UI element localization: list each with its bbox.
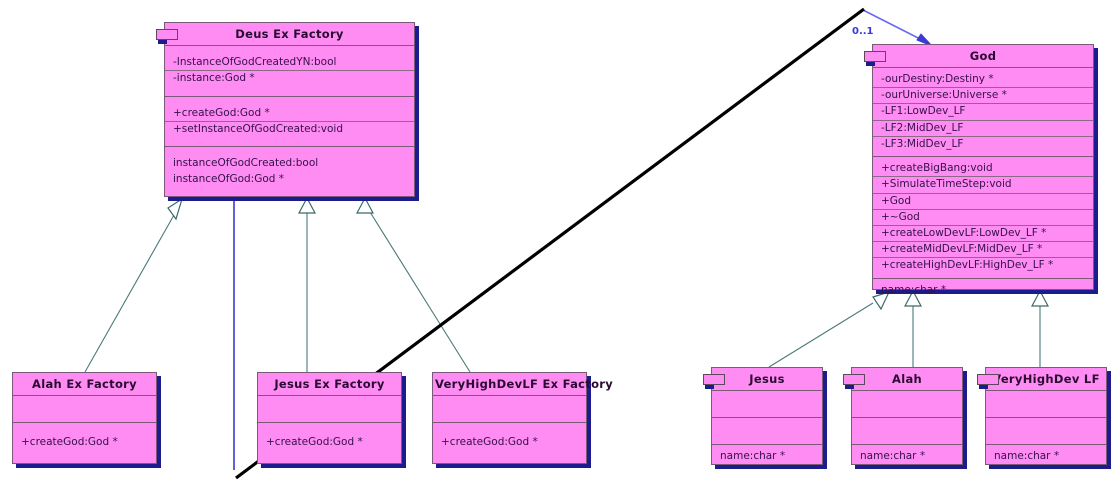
class-name-veryhighdevlf-ex-factory: VeryHighDevLF Ex Factory [435, 377, 614, 391]
class-member: name:char * [860, 450, 926, 462]
compartment-ops: +createGod:God * [258, 422, 401, 463]
class-tab-icon [156, 29, 178, 44]
compartment-extra: instanceOfGodCreated:bool instanceOfGod:G… [165, 146, 414, 196]
class-member: +createGod:God * [165, 106, 414, 122]
class-tab-icon [864, 51, 886, 66]
generalization-vhdlf-factory-to-deus [356, 196, 471, 373]
class-tab-icon [977, 374, 999, 389]
class-tab-icon [703, 374, 725, 389]
class-member: +God [873, 194, 1093, 210]
compartment-extra: name:char * [712, 444, 822, 468]
compartment-ops [986, 417, 1106, 444]
class-box-veryhighdevlf-ex-factory[interactable]: VeryHighDevLF Ex Factory +createGod:God * [432, 372, 614, 464]
compartment-attrs [712, 390, 822, 417]
class-member: +createHighDevLF:HighDev_LF * [881, 259, 1054, 272]
class-member: name:char * [994, 450, 1060, 462]
generalization-jesus-to-god [768, 291, 891, 368]
class-member: name:char * [881, 283, 947, 296]
class-name-alah: Alah [892, 372, 922, 386]
association-multiplicity-label: 0..1 [852, 26, 874, 37]
class-member: +SimulateTimeStep:void [873, 177, 1093, 194]
class-box-god[interactable]: God -ourDestiny:Destiny *-ourUniverse:Uni… [864, 44, 1094, 296]
compartment-attrs [433, 395, 586, 422]
compartment-attrs: -ourDestiny:Destiny *-ourUniverse:Univer… [873, 67, 1093, 156]
compartment-attrs [986, 390, 1106, 417]
class-tab-icon [843, 374, 865, 389]
compartment-ops: +createBigBang:void+SimulateTimeStep:voi… [873, 156, 1093, 278]
class-name-veryhighdev-lf: VeryHighDev LF [992, 372, 1100, 386]
class-member: +createGod:God * [21, 436, 118, 449]
compartment-extra: name:char * [852, 444, 962, 468]
class-member: +~God [873, 210, 1093, 226]
class-member: -LF3:MidDev_LF [881, 137, 964, 150]
compartment-attrs [258, 395, 401, 422]
compartment-extra: name:char * [986, 444, 1106, 468]
class-name-alah-ex-factory: Alah Ex Factory [32, 377, 137, 391]
compartment-extra: name:char * [873, 277, 1093, 302]
class-member: +createGod:God * [266, 436, 363, 449]
class-member: -ourDestiny:Destiny * [873, 72, 1093, 89]
class-member: instanceOfGodCreated:bool [173, 157, 319, 170]
generalization-vhdlf-to-god [1031, 289, 1049, 367]
class-member: name:char * [720, 450, 786, 462]
class-member: +createLowDevLF:LowDev_LF * [873, 226, 1093, 243]
class-name-jesus-ex-factory: Jesus Ex Factory [274, 377, 385, 391]
class-box-alah[interactable]: Alah name:char * [843, 367, 963, 468]
generalization-jesus-factory-to-deus [298, 196, 316, 372]
class-member: -LF2:MidDev_LF [873, 121, 1093, 137]
generalization-alah-to-god [904, 289, 922, 367]
class-box-jesus[interactable]: Jesus name:char * [703, 367, 823, 468]
class-member: -InstanceOfGodCreatedYN:bool [165, 55, 414, 72]
class-member: +setInstanceOfGodCreated:void [173, 123, 344, 135]
class-member: +createBigBang:void [873, 161, 1093, 178]
class-box-jesus-ex-factory[interactable]: Jesus Ex Factory +createGod:God * [257, 372, 402, 464]
compartment-attrs: -InstanceOfGodCreatedYN:bool-instance:Go… [165, 45, 414, 96]
class-member: -LF1:LowDev_LF [873, 104, 1093, 121]
class-name-jesus: Jesus [749, 372, 785, 386]
class-member: +createGod:God * [441, 436, 538, 449]
compartment-ops: +createGod:God *+setInstanceOfGodCreated… [165, 95, 414, 147]
class-box-veryhighdev-lf[interactable]: VeryHighDev LF name:char * [977, 367, 1107, 468]
class-box-alah-ex-factory[interactable]: Alah Ex Factory +createGod:God * [12, 372, 157, 464]
compartment-attrs [13, 395, 156, 422]
compartment-ops: +createGod:God * [13, 422, 156, 463]
class-member: instanceOfGod:God * [173, 172, 285, 185]
class-name-god: God [969, 49, 997, 63]
compartment-ops [712, 417, 822, 444]
generalization-alah-factory-to-deus [84, 197, 184, 373]
compartment-attrs [852, 390, 962, 417]
class-box-deus-ex-factory[interactable]: Deus Ex Factory -InstanceOfGodCreatedYN:b… [156, 22, 415, 197]
class-name-deus-ex-factory: Deus Ex Factory [235, 27, 344, 41]
class-member: +createMidDevLF:MidDev_LF * [873, 242, 1093, 259]
compartment-ops: +createGod:God * [433, 422, 586, 463]
class-member: -ourUniverse:Universe * [873, 88, 1093, 105]
class-member: -instance:God * [173, 72, 255, 85]
compartment-ops [852, 417, 962, 444]
